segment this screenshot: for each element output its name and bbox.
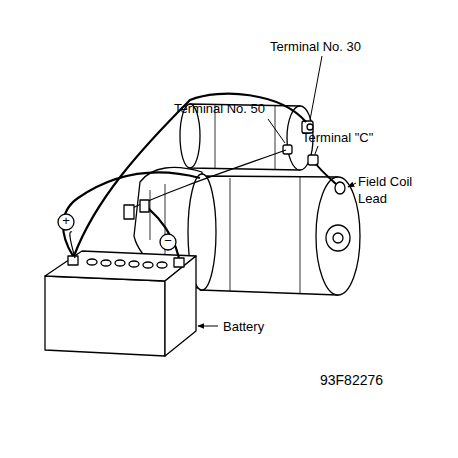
figure-number: 93F82276 (320, 372, 430, 389)
label-holder: + (58, 213, 74, 229)
motor-body (200, 176, 360, 295)
sign-circle (58, 214, 74, 230)
part-label: Field Coil Lead (358, 173, 436, 207)
terminal-label: Terminal No. 50 (174, 100, 304, 117)
terminal-c-stud (308, 155, 318, 165)
terminal-50-stud (283, 145, 292, 154)
terminal-50-wire (128, 150, 286, 210)
label-holder: − (160, 233, 176, 249)
label-holder: Terminal "C" (302, 129, 412, 146)
polarity-sign: − (160, 233, 176, 249)
negative-cable (145, 205, 179, 258)
part-label: Battery (223, 318, 303, 335)
leader-lines (198, 56, 356, 326)
label-holder: Terminal No. 30 (270, 38, 400, 55)
cables (63, 94, 306, 258)
positive-cable (74, 94, 306, 256)
polarity-sign: + (58, 213, 74, 229)
field-coil-lead (316, 164, 345, 194)
battery (45, 251, 196, 356)
label-holder: Terminal No. 50 (174, 100, 304, 117)
ground-cable (63, 172, 200, 256)
label-holder: Field Coil Lead (358, 173, 436, 207)
terminal-label: Terminal "C" (302, 129, 412, 146)
terminal-label: Terminal No. 30 (270, 38, 400, 55)
label-holder: 93F82276 (320, 372, 430, 389)
label-holder: Battery (223, 318, 303, 335)
sign-circle (160, 234, 176, 250)
